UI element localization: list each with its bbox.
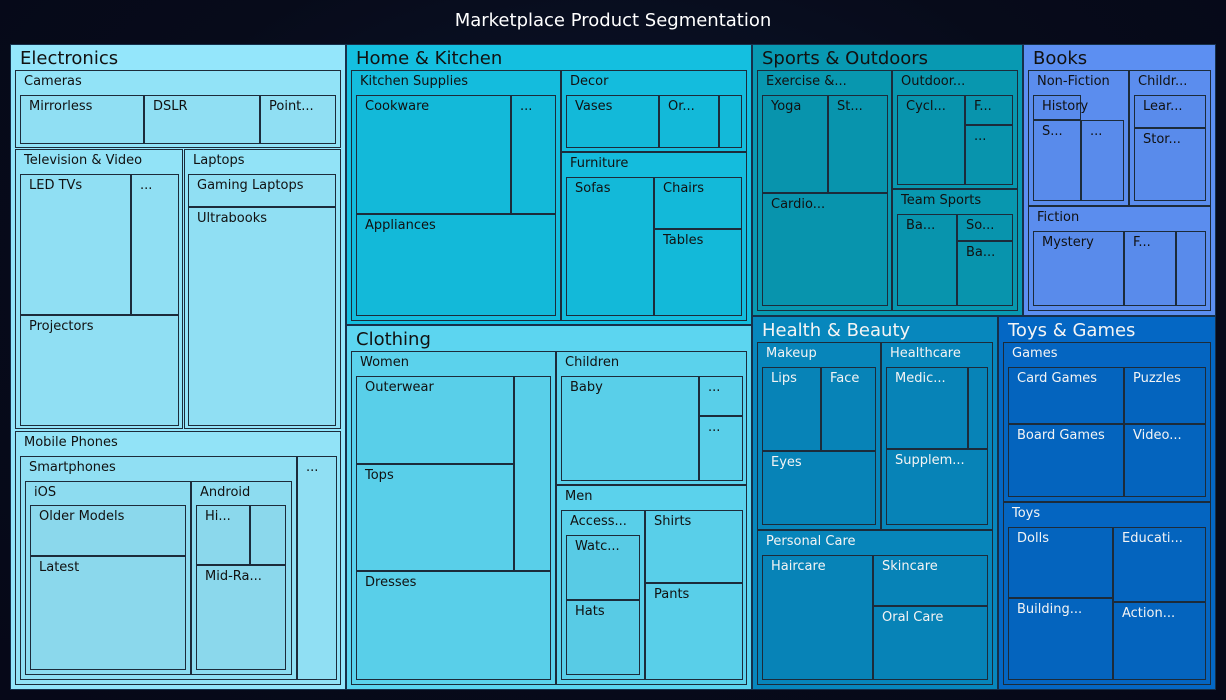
treemap-cell-camping[interactable] (965, 125, 1013, 185)
treemap-cell-soccer[interactable] (957, 214, 1013, 241)
treemap-cell-eyes[interactable] (762, 451, 876, 525)
treemap-cell-sofas[interactable] (566, 177, 654, 316)
treemap-cell-lips[interactable] (762, 367, 821, 451)
treemap-cell-skincare[interactable] (873, 555, 988, 606)
treemap-cell-appliances[interactable] (356, 214, 556, 316)
treemap-cell-baby[interactable] (561, 376, 699, 481)
treemap-cell-shirts[interactable] (645, 510, 743, 583)
chart-title: Marketplace Product Segmentation (454, 10, 772, 31)
treemap-cell-yoga[interactable] (762, 95, 828, 193)
treemap-cell-oled-tvs[interactable] (131, 174, 179, 315)
treemap-cell-high-end[interactable] (196, 505, 250, 565)
treemap-cell-tops[interactable] (356, 464, 514, 571)
treemap-cell-first-aid[interactable] (968, 367, 988, 449)
treemap-cell-haircare[interactable] (762, 555, 873, 680)
treemap-cell-card-games[interactable] (1008, 367, 1124, 424)
treemap-cell-cycling[interactable] (897, 95, 965, 185)
treemap-cell-medical[interactable] (886, 367, 968, 449)
treemap-cell-led-tvs[interactable] (20, 174, 131, 315)
treemap-cell-supplements[interactable] (886, 449, 988, 525)
treemap-cell-outerwear[interactable] (356, 376, 514, 464)
treemap-cell-chairs[interactable] (654, 177, 742, 229)
treemap-cell-feature-phones[interactable] (297, 456, 337, 680)
treemap-cell-fishing[interactable] (965, 95, 1013, 125)
treemap-cell-watches[interactable] (566, 535, 640, 600)
treemap-cell-vases[interactable] (566, 95, 659, 148)
treemap-cell-kids[interactable] (699, 376, 743, 416)
treemap-cell-tables[interactable] (654, 229, 742, 316)
treemap-cell-video-games[interactable] (1124, 424, 1206, 497)
treemap-cell-projectors[interactable] (20, 315, 179, 426)
treemap-cell-action-figures[interactable] (1113, 602, 1206, 680)
treemap-cell-mirrorless[interactable] (20, 95, 144, 144)
treemap-cell-utensils[interactable] (511, 95, 556, 214)
treemap-cell-gaming-laptops[interactable] (188, 174, 336, 207)
treemap-cell-fantasy[interactable] (1124, 231, 1176, 306)
treemap-cell-point-and-shoot[interactable] (260, 95, 336, 144)
treemap-cell-hats[interactable] (566, 600, 640, 675)
treemap-cell-teens[interactable] (699, 416, 743, 481)
treemap-cell-basketball[interactable] (897, 214, 957, 306)
treemap-cell-face[interactable] (821, 367, 876, 451)
treemap-cell-mid-range[interactable] (196, 565, 286, 670)
treemap-cell-puzzles[interactable] (1124, 367, 1206, 424)
treemap-cell-strength[interactable] (828, 95, 888, 193)
treemap-cell-oral-care[interactable] (873, 606, 988, 680)
treemap-cell-ornaments[interactable] (659, 95, 719, 148)
treemap-cell-history[interactable] (1033, 95, 1081, 120)
treemap-cell-skirts[interactable] (514, 376, 551, 571)
treemap-cell-learning[interactable] (1134, 95, 1206, 128)
treemap-cell-cookware[interactable] (356, 95, 511, 214)
treemap-cell-older-models[interactable] (30, 505, 186, 556)
treemap-cell-building-sets[interactable] (1008, 598, 1113, 680)
treemap-cell-educational[interactable] (1113, 527, 1206, 602)
treemap-cell-dresses[interactable] (356, 571, 551, 680)
treemap-cell-candles[interactable] (719, 95, 742, 148)
treemap-cell-ultrabooks[interactable] (188, 207, 336, 426)
treemap-cell-cardio[interactable] (762, 193, 888, 306)
treemap-cell-dolls[interactable] (1008, 527, 1113, 598)
treemap-cell-budget[interactable] (250, 505, 286, 565)
treemap-cell-stories[interactable] (1134, 128, 1206, 201)
treemap-cell-biography[interactable] (1081, 120, 1124, 201)
treemap-cell-board-games[interactable] (1008, 424, 1124, 497)
treemap-cell-romance[interactable] (1176, 231, 1206, 306)
treemap-cell-science[interactable] (1033, 120, 1081, 201)
treemap-cell-dslr[interactable] (144, 95, 260, 144)
treemap-cell-mystery[interactable] (1033, 231, 1124, 306)
treemap-cell-latest[interactable] (30, 556, 186, 670)
treemap-cell-baseball[interactable] (957, 241, 1013, 306)
treemap-cell-pants[interactable] (645, 583, 743, 680)
